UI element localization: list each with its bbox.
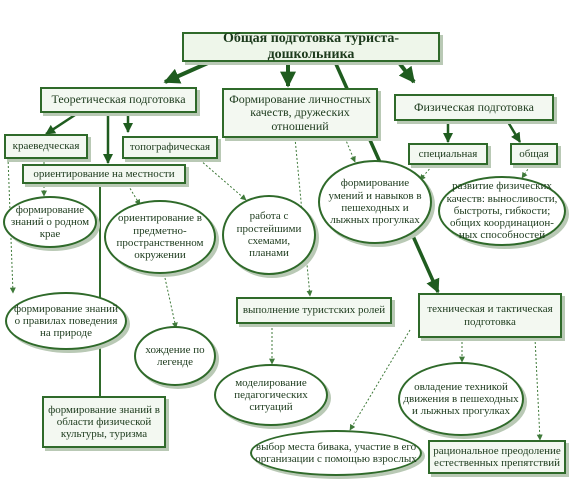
tactical-box: техническая и тактическая подготовка — [418, 293, 562, 338]
spatial-oval: ориентирование в предметно-пространствен… — [104, 200, 216, 274]
physical-culture-box: формирование знаний в области физической… — [42, 396, 166, 448]
special-box: специальная — [408, 143, 488, 165]
topographic-box: топографическая — [122, 136, 218, 159]
obstacles-box: рациональное преодоление естественных пр… — [428, 440, 566, 474]
title-box: Общая подготовка туриста-дошкольника — [182, 31, 440, 62]
local-history-box: краеведческая — [4, 134, 88, 159]
arrow-personal-skills — [344, 137, 356, 163]
legend-walk-oval: хождение по легенде — [134, 326, 216, 386]
arrow-personal-roles — [294, 137, 313, 297]
native-land-oval: формирование знаний о родном крае — [3, 196, 97, 248]
general-box: общая — [510, 143, 558, 165]
arrow-spatial-legend — [164, 277, 178, 329]
movement-technique-oval: овладение техникой движения в пешеходных… — [398, 362, 524, 436]
arrow-local-rules — [7, 157, 16, 294]
arrow-title-theory — [163, 60, 211, 84]
physical-qualities-oval: развитие физических качеств: выносливост… — [438, 176, 566, 246]
skills-oval: формирование умений и навыков в пешеходн… — [318, 160, 432, 244]
arrow-physical-general — [506, 121, 522, 143]
tourist-roles-box: выполнение туристских ролей — [236, 297, 392, 324]
behavior-rules-oval: формирование знаний о правилах поведения… — [5, 292, 127, 350]
bivouac-oval: выбор места бивака, участие в его органи… — [250, 430, 422, 476]
arrow-theory-local — [45, 111, 79, 136]
theory-box: Теоретическая подготовка — [40, 87, 197, 113]
arrow-tactical-obstacles — [534, 337, 543, 441]
arrow-special-skills — [419, 165, 433, 181]
arrow-topo-schemes — [199, 159, 247, 201]
arrow-tactical-bivouac — [349, 329, 411, 431]
physical-box: Физическая подготовка — [394, 94, 554, 121]
personal-box: Формирование личностных качеств, дружеск… — [222, 88, 378, 138]
pedagogical-oval: моделирование педагогических ситуаций — [214, 364, 328, 426]
orienteering-box: ориентирование на местности — [22, 164, 186, 184]
schemes-oval: работа с простейшими схемами, планами — [222, 195, 316, 275]
arrow-title-physical — [398, 62, 416, 84]
arrow-general-qualities — [521, 165, 531, 179]
